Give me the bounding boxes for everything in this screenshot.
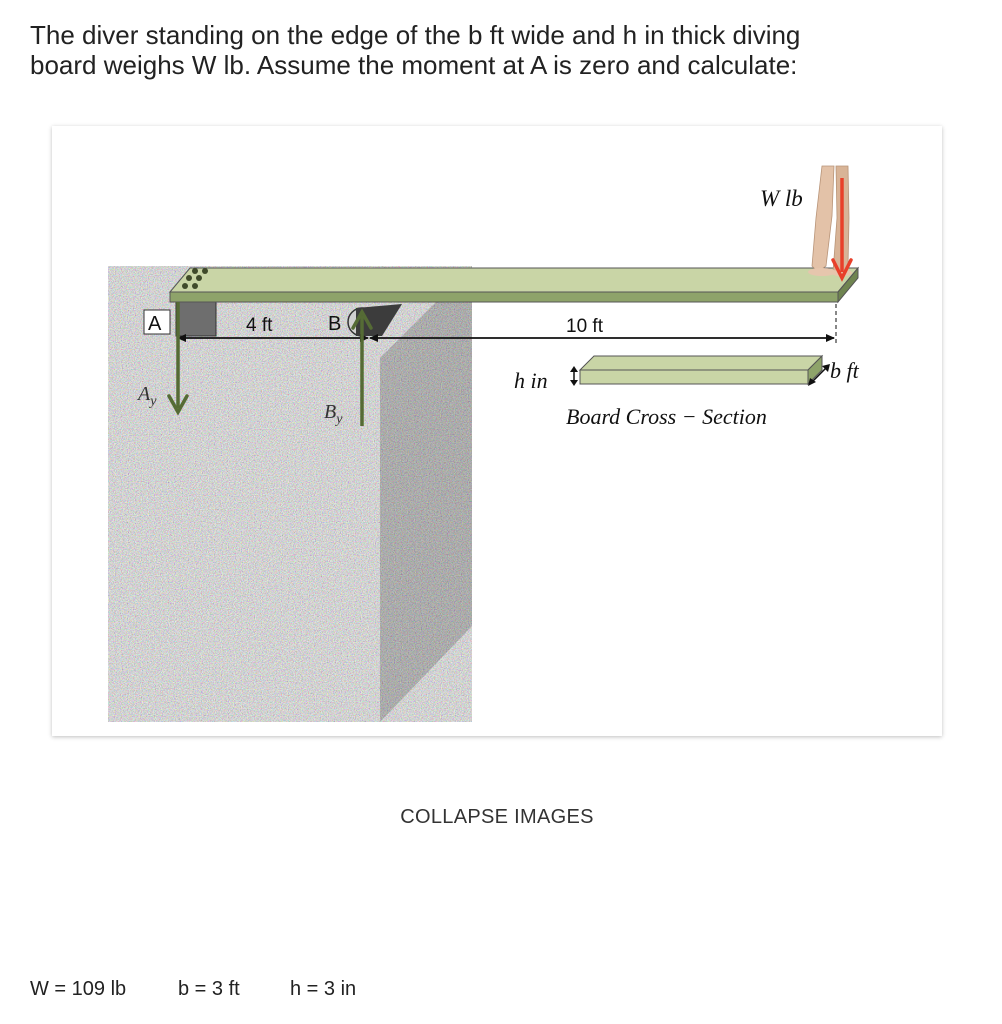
width-arrow-icon: [808, 364, 830, 386]
board-top: [168, 267, 860, 293]
block-front-face: [107, 357, 381, 723]
label-by-subscript: y: [334, 412, 343, 427]
cross-section-front: [579, 369, 809, 385]
dim-label-ab: 4 ft: [246, 315, 273, 336]
board-cross-section: [578, 354, 824, 386]
param-weight: W = 109 lb: [30, 978, 127, 1000]
problem-line-2: board weighs W lb. Assume the moment at …: [30, 50, 798, 80]
bolt-group: [182, 268, 208, 289]
label-b: B: [328, 313, 341, 335]
reaction-arrow-by: [351, 308, 373, 426]
dim-label-board: 10 ft: [566, 316, 604, 337]
support-a-slot: [175, 301, 217, 337]
diving-board: [168, 266, 860, 304]
figure-card: W lb A B 4 ft 10 ft Ay By: [52, 126, 942, 736]
label-ay-subscript: y: [148, 394, 157, 409]
param-thickness: h = 3 in: [290, 978, 357, 1000]
collapse-images-button[interactable]: COLLAPSE IMAGES: [340, 802, 654, 832]
label-a: A: [148, 313, 162, 335]
svg-text:Ay: Ay: [136, 383, 157, 409]
thickness-arrow-icon: [570, 366, 578, 386]
concrete-block: [107, 264, 474, 724]
svg-text:By: By: [324, 401, 343, 427]
param-width: b = 3 ft: [178, 978, 240, 1000]
label-b-width: b ft: [830, 358, 860, 383]
reaction-arrow-ay: [167, 302, 189, 416]
cross-section-top: [578, 355, 824, 371]
board-end: [837, 266, 859, 304]
problem-statement: The diver standing on the edge of the b …: [30, 20, 970, 80]
board-front: [169, 291, 839, 303]
problem-line-1: The diver standing on the edge of the b …: [30, 20, 801, 50]
diver-legs: [808, 165, 852, 277]
cross-section-caption: Board Cross − Section: [566, 404, 767, 429]
label-h: h in: [514, 368, 548, 393]
load-arrow-w: [831, 178, 853, 282]
diving-board-diagram: W lb A B 4 ft 10 ft Ay By: [107, 165, 860, 724]
label-ay: A: [136, 383, 151, 405]
given-parameters: W = 109 lb b = 3 ft h = 3 in: [30, 978, 356, 1001]
label-w: W lb: [760, 186, 803, 211]
label-by: B: [324, 401, 336, 423]
